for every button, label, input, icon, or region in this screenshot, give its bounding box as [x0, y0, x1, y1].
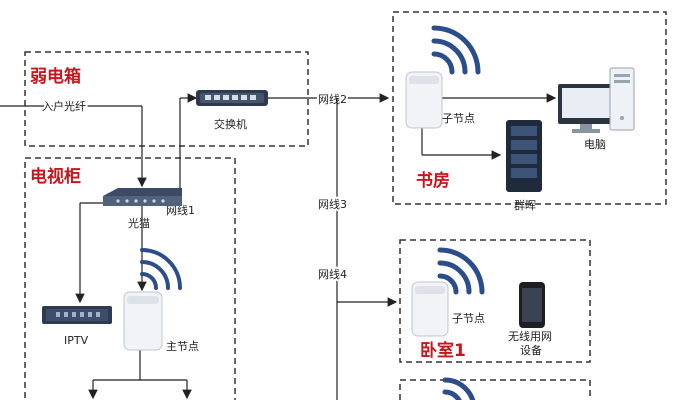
room-title-weak-box: 弱电箱 — [30, 66, 81, 87]
room-title-tv-cabinet: 电视柜 — [30, 166, 81, 187]
wifi-icon — [442, 377, 476, 400]
bottom-room-frame — [399, 379, 591, 400]
tv-cabinet-frame — [24, 157, 236, 400]
nas-label: 群晖 — [514, 198, 536, 212]
switch-icon — [196, 90, 268, 106]
computer-icon — [558, 67, 635, 133]
wifi-icon — [431, 25, 481, 75]
weak-box-frame — [24, 51, 309, 147]
study-frame — [392, 11, 667, 205]
computer-label: 电脑 — [584, 138, 606, 151]
switch-label: 交换机 — [214, 117, 247, 131]
iptv-box-icon — [42, 306, 112, 324]
room-title-study: 书房 — [416, 170, 450, 191]
phone-icon — [519, 282, 545, 328]
mesh-node-icon — [411, 281, 449, 337]
wireless-device-label-2: 设备 — [520, 343, 542, 357]
wireless-device-label-1: 无线用网 — [508, 329, 552, 343]
cable4-label: 网线4 — [318, 267, 347, 281]
bedroom1-frame — [399, 239, 591, 363]
wifi-icon — [140, 248, 182, 290]
main-node-label: 主节点 — [166, 340, 199, 353]
room-title-bedroom1: 卧室1 — [420, 340, 466, 361]
bedroom-sub-node-label: 子节点 — [452, 312, 485, 325]
modem-label: 光猫 — [128, 216, 150, 230]
nas-icon — [506, 120, 542, 192]
iptv-label: IPTV — [64, 334, 89, 347]
study-sub-node-label: 子节点 — [442, 112, 475, 125]
wifi-icon — [437, 247, 485, 295]
router-icon — [103, 188, 182, 206]
mesh-node-icon — [405, 71, 443, 129]
fiber-in-label: 入户光纤 — [42, 99, 86, 113]
cable2-label: 网线2 — [318, 92, 347, 106]
mesh-node-icon — [123, 291, 163, 351]
cable3-label: 网线3 — [318, 197, 347, 211]
